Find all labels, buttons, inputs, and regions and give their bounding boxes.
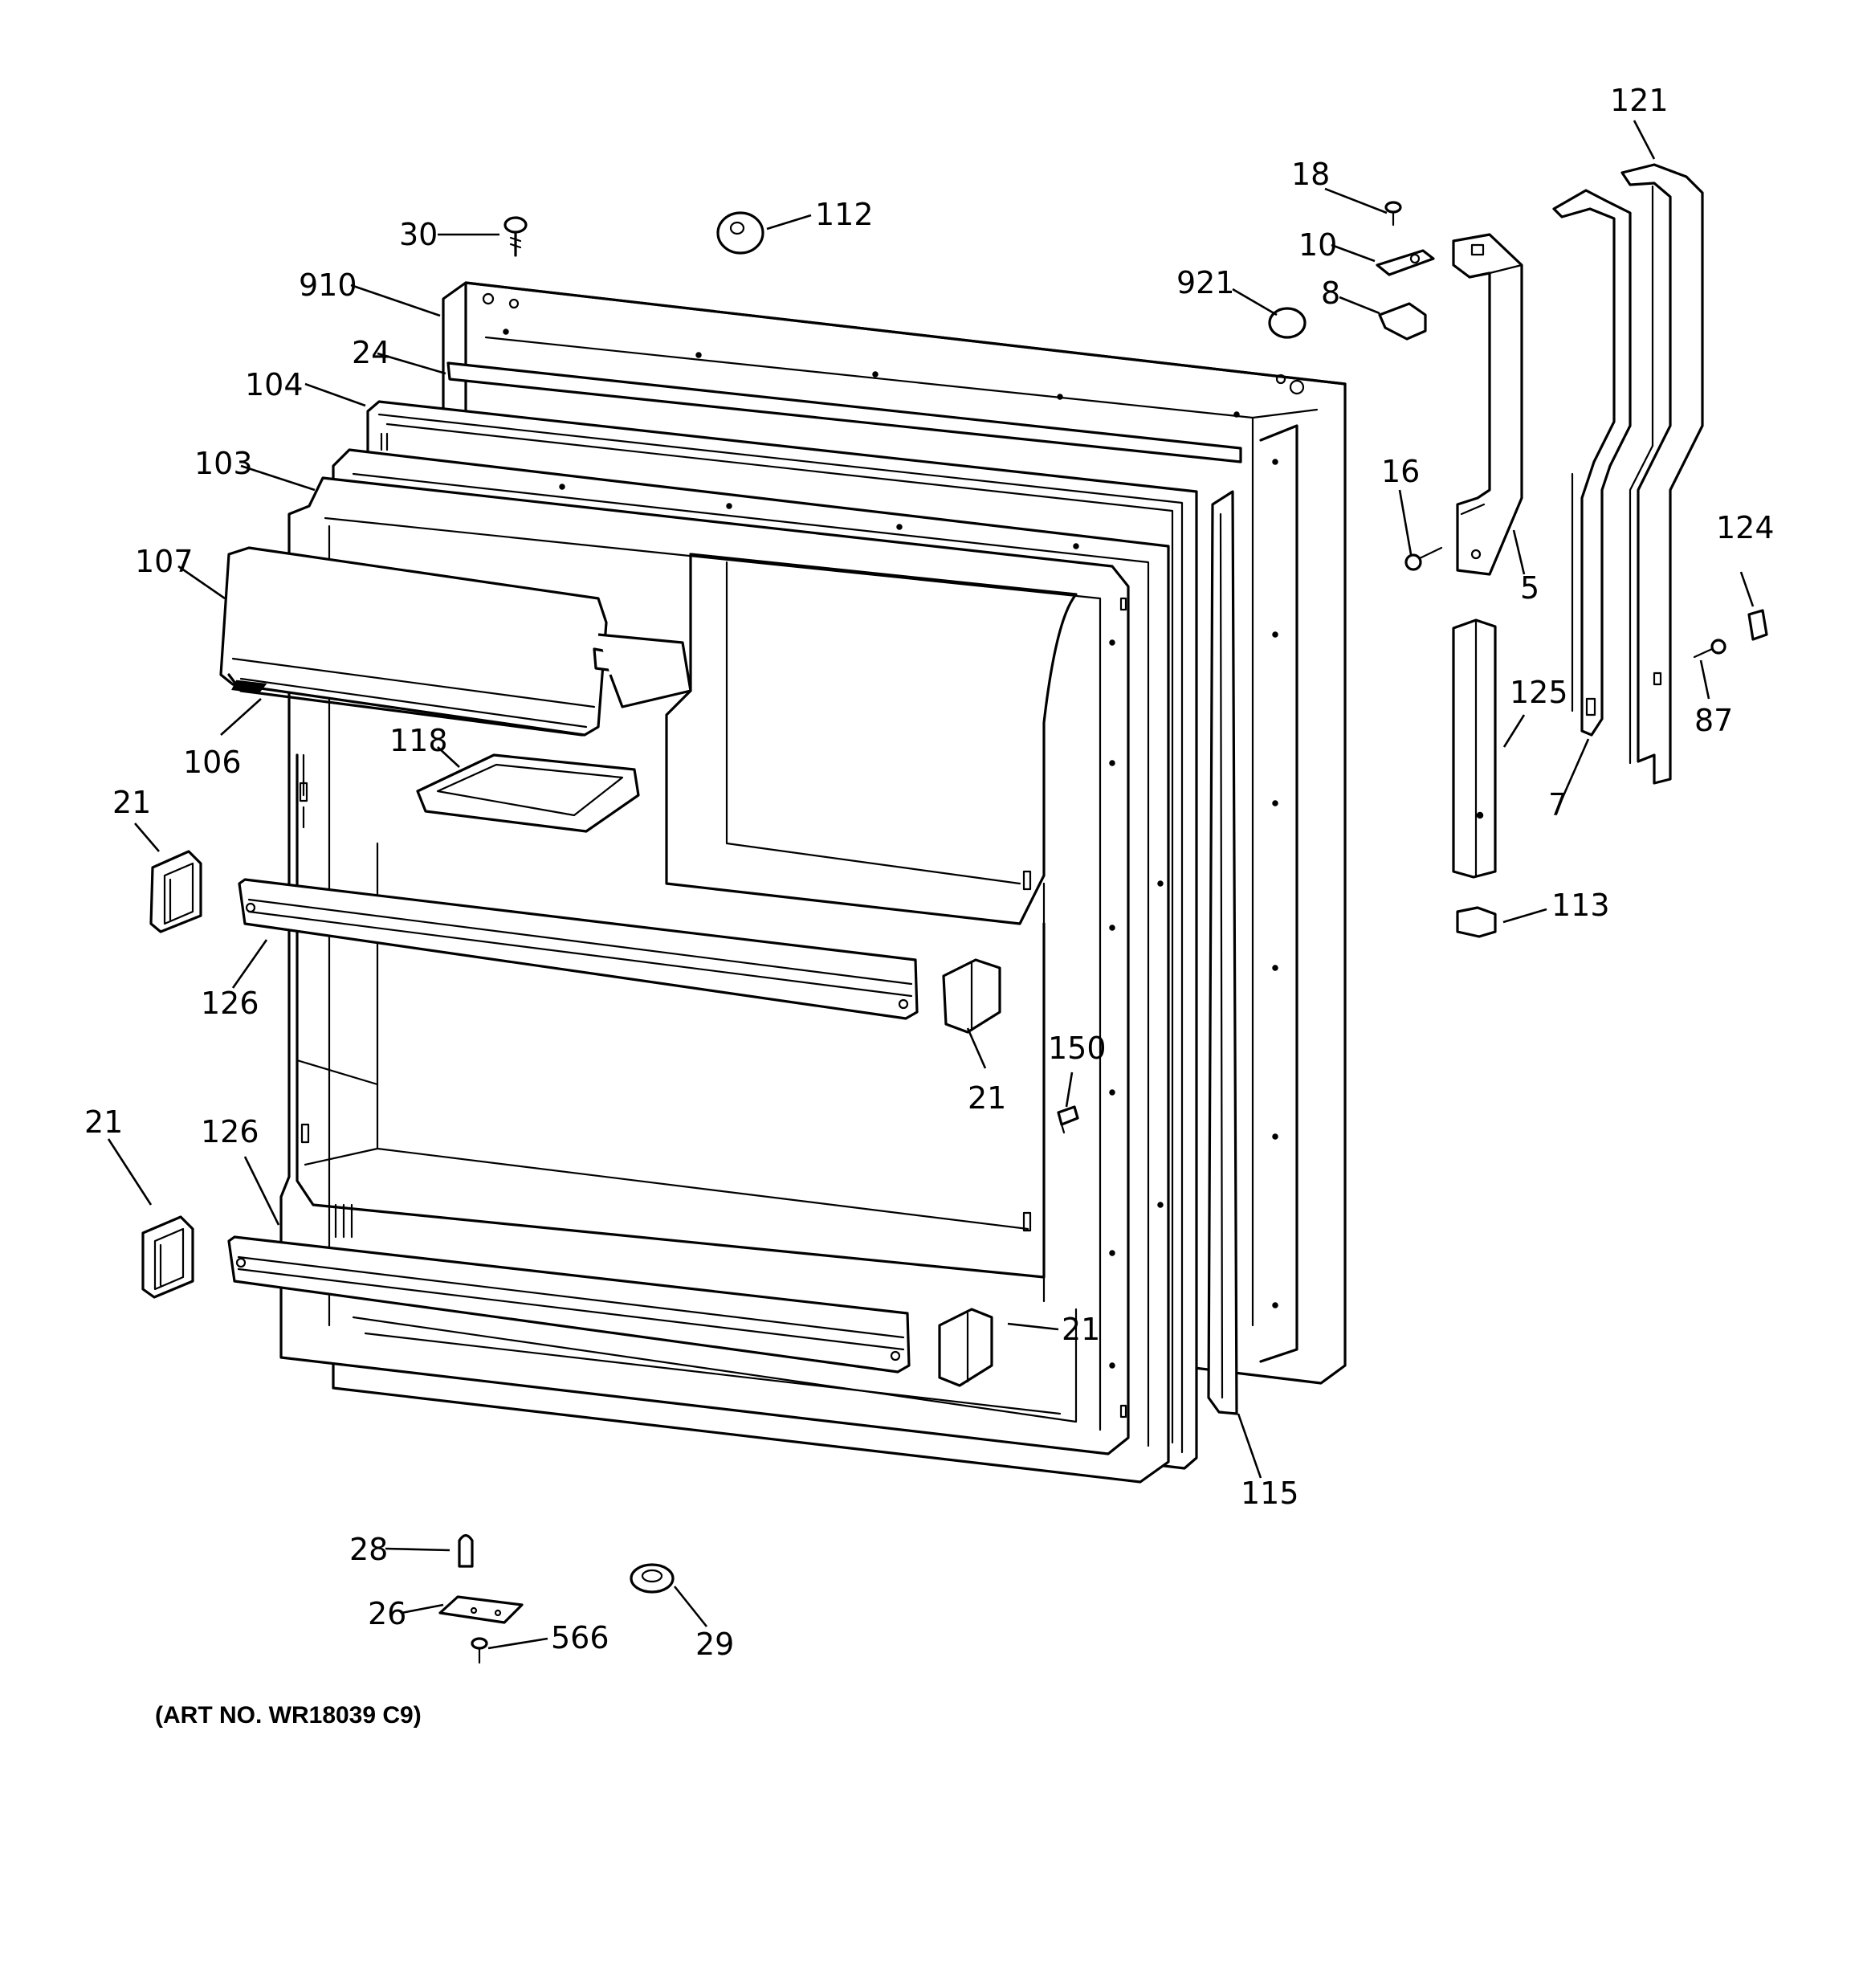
screw-87 bbox=[1693, 639, 1726, 659]
callout-18: 18 bbox=[1291, 157, 1330, 192]
handle-7 bbox=[1552, 189, 1632, 737]
callout-7: 7 bbox=[1548, 787, 1567, 823]
spacer-125 bbox=[1452, 618, 1497, 879]
callout-21-upper-left: 21 bbox=[112, 785, 151, 820]
pin-28 bbox=[458, 1533, 474, 1568]
callout-126-upper: 126 bbox=[201, 986, 259, 1021]
callout-150: 150 bbox=[1048, 1031, 1107, 1066]
shelf-rail-lower bbox=[227, 1235, 911, 1374]
callout-124: 124 bbox=[1716, 510, 1775, 545]
plug-112 bbox=[716, 211, 764, 255]
plate-26 bbox=[438, 1595, 524, 1624]
art-number-caption: (ART NO. WR18039 C9) bbox=[155, 1702, 422, 1729]
shelf-rail-upper bbox=[238, 878, 919, 1020]
dairy-compartment bbox=[219, 546, 692, 737]
gasket-strip-115 bbox=[1207, 490, 1238, 1415]
breaker-strip bbox=[446, 361, 1242, 463]
screw-16 bbox=[1404, 546, 1443, 571]
callout-115: 115 bbox=[1241, 1476, 1299, 1511]
bushing-29 bbox=[630, 1563, 675, 1594]
callout-107: 107 bbox=[135, 544, 194, 579]
handle-mount-5 bbox=[1452, 233, 1523, 576]
callout-29: 29 bbox=[695, 1627, 734, 1662]
callout-10: 10 bbox=[1298, 227, 1337, 263]
callout-106: 106 bbox=[183, 745, 242, 780]
screw-150 bbox=[1057, 1105, 1079, 1134]
plug-921 bbox=[1268, 307, 1307, 339]
callout-16: 16 bbox=[1381, 454, 1420, 489]
callout-30: 30 bbox=[399, 217, 438, 252]
callout-21-lower-right: 21 bbox=[1062, 1312, 1100, 1347]
callout-5: 5 bbox=[1520, 570, 1539, 606]
callout-910: 910 bbox=[299, 267, 357, 303]
end-cap-lower-left bbox=[141, 1215, 194, 1299]
callout-104: 104 bbox=[245, 367, 304, 402]
leader-lines bbox=[107, 120, 1755, 1650]
callout-26: 26 bbox=[368, 1596, 406, 1631]
callout-921: 921 bbox=[1176, 265, 1235, 300]
callout-24: 24 bbox=[352, 335, 390, 370]
callout-126-lower: 126 bbox=[201, 1114, 259, 1149]
spacer-block-113 bbox=[1456, 906, 1497, 938]
callout-8: 8 bbox=[1321, 276, 1340, 311]
callout-112: 112 bbox=[815, 197, 874, 232]
callout-103: 103 bbox=[194, 446, 253, 481]
callout-125: 125 bbox=[1510, 675, 1568, 710]
callout-21-lower-left: 21 bbox=[84, 1104, 123, 1140]
clip-124 bbox=[1747, 609, 1768, 641]
callout-21-upper-right: 21 bbox=[968, 1080, 1006, 1116]
callout-28: 28 bbox=[349, 1532, 388, 1567]
callout-118: 118 bbox=[389, 723, 448, 758]
callout-87: 87 bbox=[1694, 703, 1733, 738]
butter-tray bbox=[416, 753, 640, 833]
end-cap-upper-left bbox=[149, 850, 202, 933]
callout-labels: 30 112 910 24 104 103 107 106 118 21 126… bbox=[84, 83, 1775, 1662]
screw-30 bbox=[503, 216, 528, 257]
callout-121: 121 bbox=[1610, 83, 1669, 118]
hinge-cover-8 bbox=[1378, 302, 1427, 341]
screw-18 bbox=[1384, 201, 1402, 227]
callout-113: 113 bbox=[1551, 888, 1610, 923]
end-cap-upper-right bbox=[942, 958, 1001, 1034]
callout-566: 566 bbox=[551, 1620, 609, 1655]
handle-121 bbox=[1620, 163, 1704, 785]
screw-566 bbox=[471, 1637, 488, 1664]
end-cap-lower-right bbox=[938, 1308, 993, 1387]
hinge-plate-10 bbox=[1376, 249, 1435, 276]
